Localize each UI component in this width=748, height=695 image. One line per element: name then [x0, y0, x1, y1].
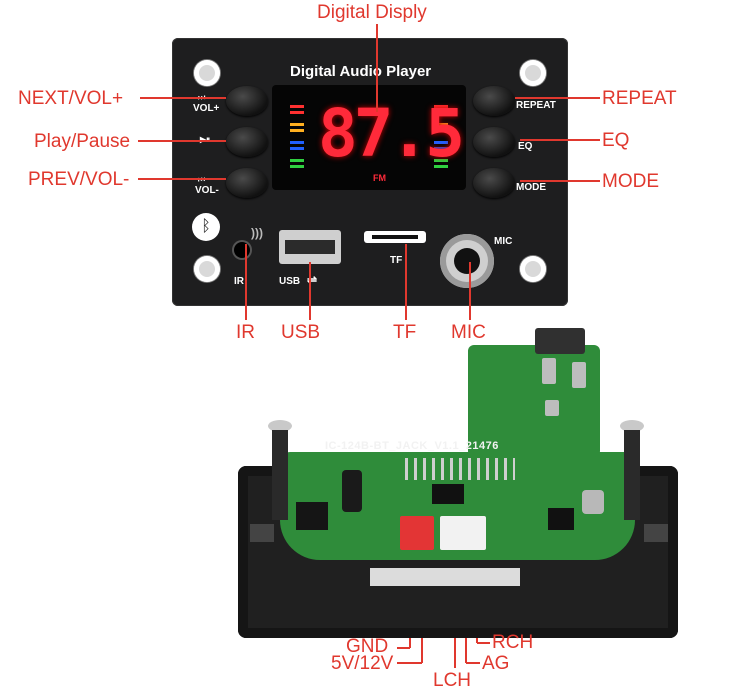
- callout-tf: TF: [393, 322, 417, 343]
- callout-rch: RCH: [492, 632, 534, 653]
- prev-vol-button[interactable]: [226, 168, 268, 198]
- chip: [548, 508, 574, 530]
- regulator-chip: [296, 502, 328, 530]
- mounting-hole: [194, 256, 220, 282]
- mounting-hole: [194, 60, 220, 86]
- digital-display: 87.5 FM: [272, 85, 466, 190]
- housing-clip: [250, 524, 274, 542]
- header-pins: [405, 458, 515, 480]
- callout-play-pause: Play/Pause: [34, 131, 131, 152]
- callout-power: 5V/12V: [331, 653, 394, 674]
- standoff: [272, 430, 288, 520]
- chip: [432, 484, 464, 504]
- mic-label: MIC: [494, 236, 513, 247]
- repeat-button[interactable]: [473, 86, 515, 116]
- callout-usb: USB: [281, 322, 321, 343]
- crystal: [582, 490, 604, 514]
- solder-pad: [545, 400, 559, 416]
- tf-card-slot[interactable]: [364, 231, 426, 243]
- housing-clip: [644, 524, 668, 542]
- ir-sensor-icon: ))): [251, 226, 263, 240]
- repeat-label: REPEAT: [516, 100, 556, 111]
- callout-repeat: REPEAT: [602, 88, 677, 109]
- front-panel: Digital Audio Player ⏭ VOL+ ▶⏸ ⏮ VOL- 87…: [172, 38, 568, 306]
- eq-button[interactable]: [473, 127, 515, 157]
- bluetooth-icon: ᛒ: [192, 213, 220, 241]
- panel-title: Digital Audio Player: [290, 63, 432, 80]
- mounting-hole: [520, 60, 546, 86]
- ir-label: IR: [234, 276, 244, 287]
- capacitor: [342, 470, 362, 512]
- eq-label: EQ: [518, 141, 533, 152]
- usb-port[interactable]: [279, 230, 341, 264]
- audio-connector: [440, 516, 486, 550]
- tf-label: TF: [390, 255, 403, 266]
- pcb-silkscreen: IC-124B-BT_JACK_V1.1_21476: [325, 440, 499, 452]
- mounting-hole: [520, 256, 546, 282]
- usb-label: USB: [279, 276, 301, 287]
- callout-lch: LCH: [433, 670, 472, 691]
- vol-plus-label: VOL+: [193, 103, 220, 114]
- callout-ag: AG: [482, 653, 510, 674]
- mode-label: MODE: [516, 182, 546, 193]
- callout-next-vol: NEXT/VOL+: [18, 88, 124, 109]
- power-connector: [400, 516, 434, 550]
- display-edge: [370, 568, 520, 586]
- play-pause-button[interactable]: [226, 127, 268, 157]
- callout-ir: IR: [236, 322, 255, 343]
- next-vol-button[interactable]: [226, 86, 268, 116]
- vol-minus-label: VOL-: [195, 185, 219, 196]
- callout-gnd: GND: [346, 636, 389, 657]
- mode-button[interactable]: [473, 168, 515, 198]
- usb-symbol-icon: ⇌: [307, 273, 318, 287]
- mic-jack[interactable]: [440, 234, 494, 288]
- solder-pad: [542, 358, 556, 384]
- standoff: [624, 430, 640, 520]
- callout-mic: MIC: [451, 322, 486, 343]
- callout-digital-display: Digital Disply: [317, 2, 427, 23]
- callout-prev-vol: PREV/VOL-: [28, 169, 130, 190]
- screw-head: [268, 420, 292, 432]
- screw-head: [620, 420, 644, 432]
- callout-eq: EQ: [602, 130, 630, 151]
- callout-mode: MODE: [602, 171, 659, 192]
- jack-connector: [535, 328, 585, 354]
- frequency-readout: 87.5: [318, 95, 465, 172]
- solder-pad: [572, 362, 586, 388]
- fm-indicator: FM: [373, 173, 386, 183]
- play-pause-icon: ▶⏸: [200, 135, 211, 144]
